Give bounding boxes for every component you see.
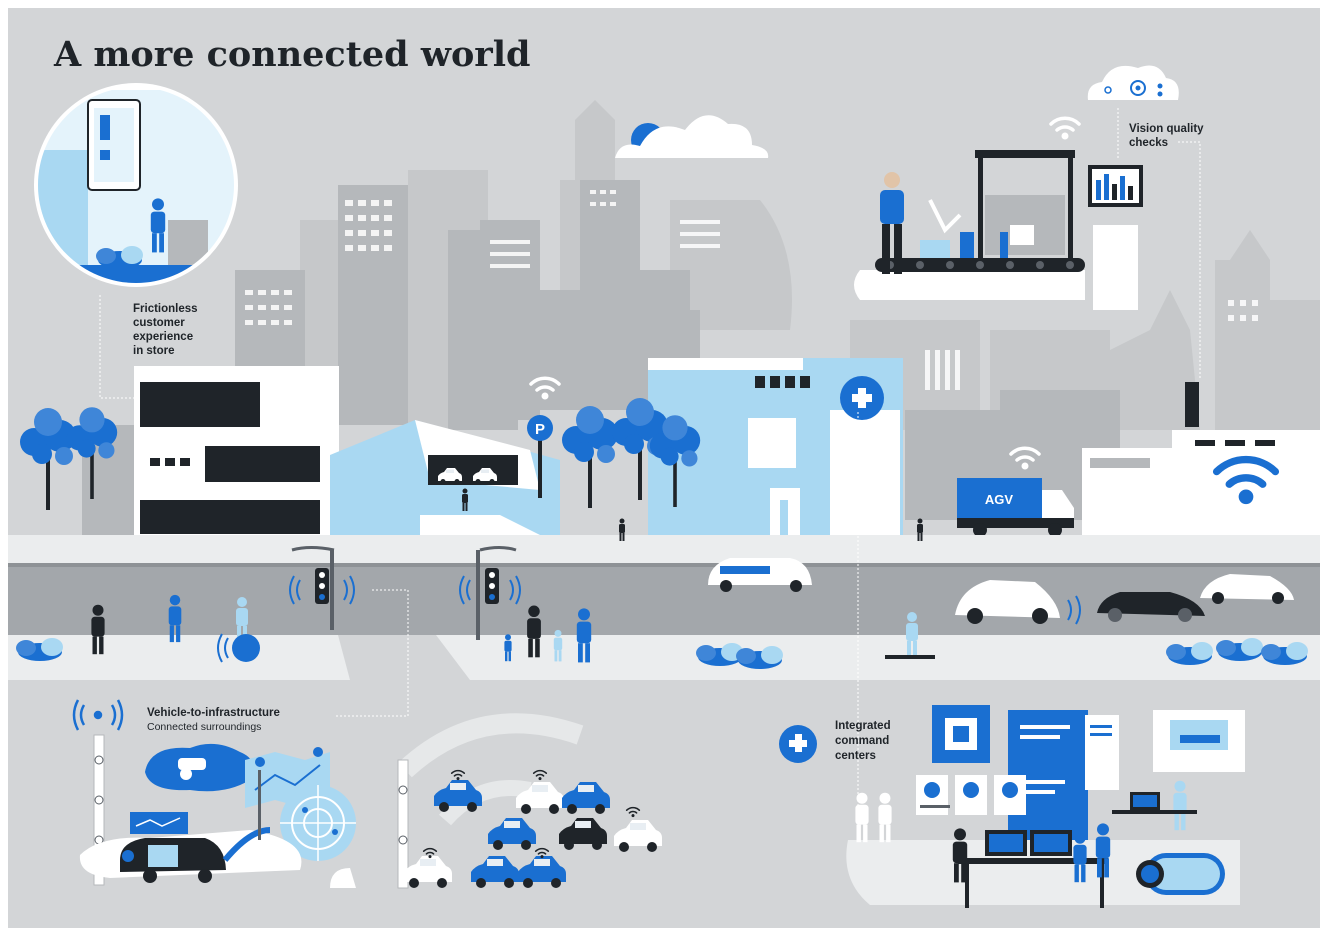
callout-line: centers	[835, 750, 876, 762]
sidewalk	[8, 535, 1320, 563]
parking-lot	[397, 713, 662, 889]
callout-connector	[336, 589, 409, 717]
road	[8, 563, 1320, 635]
parking-structure	[330, 420, 560, 535]
cloud-icon	[615, 115, 769, 158]
agv-truck: AGV	[957, 478, 1074, 537]
signal-waves-icon	[72, 699, 124, 731]
command-plus-icon	[779, 725, 817, 763]
parking-sign: P	[527, 415, 553, 498]
truck-label: AGV	[985, 492, 1014, 507]
store-building	[82, 366, 339, 536]
v2i-subtitle: Connected surroundings	[147, 721, 261, 733]
street-furniture	[291, 546, 517, 717]
callout-line: experience	[133, 331, 193, 343]
callout-line: checks	[1129, 137, 1168, 149]
factory	[854, 150, 1143, 310]
callout-connector	[99, 295, 134, 399]
command-center: Integrated command centers	[779, 412, 1245, 908]
pedestrians	[91, 488, 935, 663]
v2i-title: Vehicle-to-infrastructure	[147, 707, 280, 719]
callout-line: customer	[133, 317, 185, 329]
v2i-section: Vehicle-to-infrastructure Connected surr…	[72, 699, 356, 888]
signal-waves-icon	[217, 575, 1081, 663]
sidewalk-lower-right	[436, 635, 1320, 680]
callout-connector	[1178, 141, 1201, 378]
chip-icon	[932, 705, 990, 763]
callout-line: Frictionless	[133, 303, 198, 315]
sky-elements	[615, 65, 1179, 158]
store-callout: Frictionless customer experience in stor…	[99, 295, 198, 399]
page-title: A more connected world	[53, 34, 531, 75]
parking-icon: P	[535, 421, 545, 438]
vision-callout: Vision quality checks	[1117, 108, 1204, 378]
road-vehicles	[708, 558, 1294, 624]
callout-line: Vision quality	[1129, 123, 1204, 135]
callout-line: command	[835, 735, 889, 747]
callout-line: Integrated	[835, 720, 891, 732]
factory-worker	[880, 172, 904, 274]
callout-line: in store	[133, 345, 175, 357]
hospital-plus-icon	[840, 376, 884, 420]
store-interior-circle	[34, 83, 238, 287]
warehouse	[1082, 382, 1320, 538]
building-windows	[245, 190, 1258, 390]
radar-icon	[280, 785, 356, 861]
